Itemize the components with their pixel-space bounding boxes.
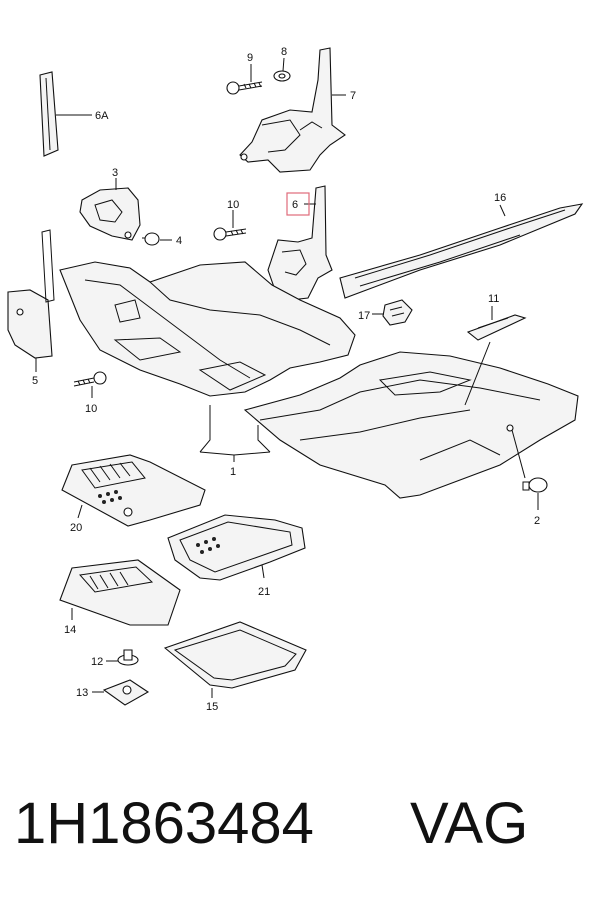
part-10-screw-upper bbox=[213, 210, 247, 241]
part-8-clip bbox=[273, 57, 291, 82]
callout-13: 13 bbox=[76, 687, 88, 699]
part-6a-trim-strip bbox=[39, 71, 92, 157]
callout-15: 15 bbox=[206, 701, 218, 713]
part-1-front-carpet bbox=[59, 261, 356, 397]
mat-21-grip-dots bbox=[196, 537, 220, 554]
part-16-sill-trim bbox=[339, 203, 584, 299]
callout-1: 1 bbox=[230, 466, 236, 478]
callout-17: 17 bbox=[358, 310, 370, 322]
brand-label: VAG bbox=[410, 791, 529, 856]
part-4-clip bbox=[142, 232, 172, 246]
part-1-callout-bracket bbox=[199, 405, 271, 462]
part-6-pillar-trim bbox=[267, 185, 333, 301]
part-12-retainer bbox=[106, 649, 139, 666]
callout-10-lower: 10 bbox=[85, 403, 97, 415]
callout-16: 16 bbox=[494, 192, 506, 204]
parts-diagram: 6A 9 8 7 3 4 10 bbox=[7, 46, 584, 713]
part-2-clip bbox=[511, 429, 548, 510]
part-1-rear-carpet bbox=[243, 351, 579, 499]
callout-4: 4 bbox=[176, 235, 182, 247]
callout-6a: 6A bbox=[95, 110, 109, 122]
callout-7: 7 bbox=[350, 90, 356, 102]
part-10-screw-lower bbox=[73, 371, 107, 398]
callout-9: 9 bbox=[247, 52, 253, 64]
callout-12: 12 bbox=[91, 656, 103, 668]
callout-3: 3 bbox=[112, 167, 118, 179]
part-14-floor-mat bbox=[59, 559, 181, 626]
part-11-bracket bbox=[464, 306, 527, 406]
callout-5: 5 bbox=[32, 375, 38, 387]
part-number: 1H1863484 bbox=[14, 791, 314, 856]
part-3-corner-trim bbox=[79, 178, 141, 241]
mat-20-grip-dots bbox=[98, 490, 122, 504]
part-21-floor-mat bbox=[167, 514, 306, 581]
part-9-screw bbox=[226, 64, 263, 95]
part-17-clip bbox=[372, 299, 413, 326]
callout-14: 14 bbox=[64, 624, 76, 636]
callout-6: 6 bbox=[292, 199, 298, 211]
part-7-upper-trim bbox=[239, 47, 346, 173]
part-15-floor-mat bbox=[163, 621, 307, 698]
part-6-highlight-box bbox=[286, 192, 310, 216]
footer: 1H1863484 VAG bbox=[0, 790, 600, 880]
callout-20: 20 bbox=[70, 522, 82, 534]
part-13-fastener bbox=[92, 679, 150, 706]
callout-8: 8 bbox=[281, 46, 287, 58]
callout-2: 2 bbox=[534, 515, 540, 527]
part-20-floor-mat bbox=[61, 454, 206, 527]
callout-21: 21 bbox=[258, 586, 270, 598]
part-5-side-trim bbox=[7, 229, 55, 372]
callout-10-upper: 10 bbox=[227, 199, 239, 211]
callout-11: 11 bbox=[488, 293, 499, 305]
